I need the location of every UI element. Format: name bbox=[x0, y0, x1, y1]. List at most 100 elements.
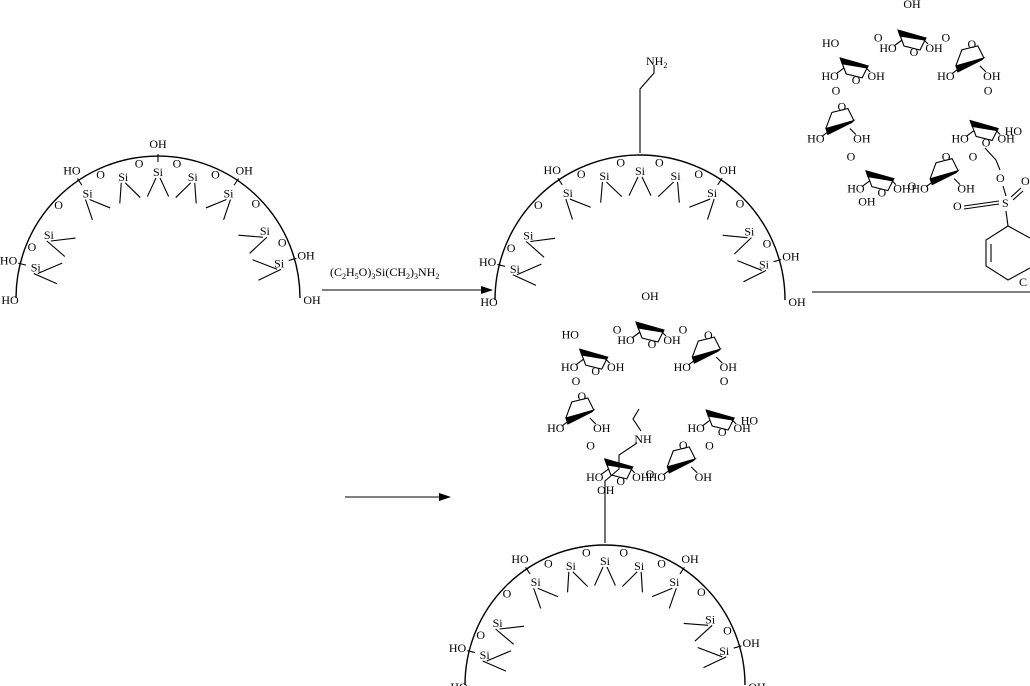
surface-hydroxyl: HO bbox=[544, 163, 562, 177]
silicon-atom: Si bbox=[669, 575, 680, 589]
secondary-hydroxyl: OH bbox=[893, 182, 911, 196]
ring-oxygen: O bbox=[704, 328, 713, 342]
bridging-oxygen: O bbox=[211, 168, 220, 182]
secondary-hydroxyl: OH bbox=[734, 421, 752, 435]
secondary-hydroxyl: HO bbox=[879, 41, 897, 55]
secondary-hydroxyl: OH bbox=[983, 69, 1001, 83]
surface-hydroxyl: OH bbox=[742, 636, 760, 650]
ring-oxygen: O bbox=[852, 73, 861, 87]
surface-hydroxyl: HO bbox=[479, 255, 497, 269]
bridging-oxygen: O bbox=[251, 197, 260, 211]
bridging-oxygen: O bbox=[616, 155, 625, 169]
silicon-atom: Si bbox=[719, 644, 730, 658]
bridging-oxygen: O bbox=[657, 557, 666, 571]
silicon-atom: Si bbox=[634, 559, 645, 573]
amino-group: NH2 bbox=[646, 54, 667, 70]
surface-hydroxyl: HO bbox=[63, 163, 81, 177]
secondary-hydroxyl: HO bbox=[617, 333, 635, 347]
glycosidic-oxygen: O bbox=[942, 31, 951, 45]
glycosidic-oxygen: O bbox=[847, 150, 856, 164]
glycosidic-oxygen: O bbox=[969, 150, 978, 164]
bridging-oxygen: O bbox=[736, 196, 745, 210]
secondary-hydroxyl: HO bbox=[937, 69, 955, 83]
bridging-oxygen: O bbox=[544, 557, 553, 571]
silicon-atom: Si bbox=[31, 261, 42, 275]
silicon-atom: Si bbox=[635, 164, 646, 178]
secondary-hydroxyl: OH bbox=[867, 69, 885, 83]
ring-oxygen: O bbox=[718, 425, 727, 439]
bridging-oxygen: O bbox=[723, 623, 732, 637]
primary-hydroxyl: HO bbox=[562, 327, 580, 341]
ring-oxygen: O bbox=[982, 135, 991, 149]
ring-oxygen: O bbox=[968, 37, 977, 51]
bridging-oxygen: O bbox=[173, 156, 182, 170]
bridging-oxygen: O bbox=[507, 241, 516, 255]
sulfonyl-oxygen-left: O bbox=[953, 199, 962, 213]
secondary-hydroxyl: HO bbox=[951, 131, 969, 145]
secondary-hydroxyl: OH bbox=[593, 421, 611, 435]
secondary-hydroxyl: OH bbox=[607, 360, 625, 374]
primary-hydroxyl: HO bbox=[822, 36, 840, 50]
ring-oxygen: O bbox=[942, 150, 951, 164]
silicon-atom: Si bbox=[707, 186, 718, 200]
glycosidic-oxygen: O bbox=[679, 323, 688, 337]
silicon-atom: Si bbox=[759, 257, 770, 271]
secondary-hydroxyl: OH bbox=[720, 360, 738, 374]
tosyl-methyl-carbon: C bbox=[1019, 275, 1027, 289]
secondary-hydroxyl: HO bbox=[688, 421, 706, 435]
silicon-atom: Si bbox=[223, 187, 234, 201]
glycosidic-oxygen: O bbox=[586, 438, 595, 452]
terminal-hydroxyl-right: OH bbox=[303, 293, 321, 307]
sulfonyl-oxygen-right: O bbox=[1021, 174, 1030, 188]
silicon-atom: Si bbox=[188, 170, 199, 184]
bridging-oxygen: O bbox=[54, 198, 63, 212]
silicon-atom: Si bbox=[260, 224, 271, 238]
silicon-atom: Si bbox=[510, 262, 521, 276]
surface-hydroxyl: OH bbox=[681, 552, 699, 566]
tosyl-ester-oxygen: O bbox=[996, 171, 1005, 185]
secondary-hydroxyl: HO bbox=[547, 421, 565, 435]
silicon-atom: Si bbox=[531, 575, 542, 589]
bridging-oxygen: O bbox=[619, 545, 628, 559]
surface-hydroxyl: OH bbox=[235, 163, 253, 177]
bridging-oxygen: O bbox=[763, 236, 772, 250]
surface-hydroxyl: HO bbox=[449, 641, 467, 655]
glycosidic-oxygen: O bbox=[572, 374, 581, 388]
ring-oxygen: O bbox=[648, 337, 657, 351]
silicon-atom: Si bbox=[600, 554, 611, 568]
secondary-hydroxyl: OH bbox=[632, 470, 650, 484]
primary-hydroxyl: OH bbox=[903, 0, 921, 11]
silicon-atom: Si bbox=[44, 228, 55, 242]
secondary-hydroxyl: OH bbox=[957, 182, 975, 196]
bridging-oxygen: O bbox=[96, 168, 105, 182]
bridging-oxygen: O bbox=[694, 167, 703, 181]
silica-surface-arc bbox=[464, 544, 746, 686]
bridging-oxygen: O bbox=[28, 240, 37, 254]
bridging-oxygen: O bbox=[655, 155, 664, 169]
bridging-oxygen: O bbox=[278, 236, 287, 250]
surface-hydroxyl: OH bbox=[782, 250, 800, 264]
surface-hydroxyl: OH bbox=[719, 163, 737, 177]
secondary-hydroxyl: HO bbox=[807, 131, 825, 145]
terminal-hydroxyl-right: OH bbox=[748, 680, 766, 686]
glycosidic-oxygen: O bbox=[984, 84, 993, 98]
secondary-hydroxyl: HO bbox=[911, 182, 929, 196]
silicon-atom: Si bbox=[480, 648, 491, 662]
silicon-atom: Si bbox=[118, 170, 129, 184]
bridging-oxygen: O bbox=[582, 545, 591, 559]
silica-surface-arc bbox=[494, 154, 786, 301]
silicon-atom: Si bbox=[705, 612, 716, 626]
reagent-label: (C2H5O)3Si(CH2)3NH2 bbox=[330, 265, 439, 281]
terminal-hydroxyl-left: HO bbox=[480, 295, 498, 309]
secondary-hydroxyl: HO bbox=[847, 182, 865, 196]
silicon-atom: Si bbox=[671, 169, 682, 183]
